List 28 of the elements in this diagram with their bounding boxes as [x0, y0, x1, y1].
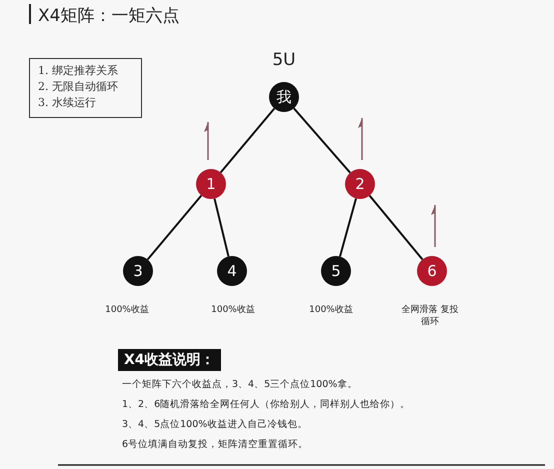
note-text: 6号位填满自动复投，矩阵清空重置循环。	[122, 438, 308, 451]
node-circle: 我	[269, 82, 299, 112]
connector-line	[220, 108, 276, 174]
note-text: 3、4、5点位100%收益进入自己冷钱包。	[122, 418, 308, 431]
note-text: 1、2、6随机滑落给全网任何人（你给别人，同样别人也给你）。	[122, 398, 410, 411]
node-circle: 6	[417, 256, 447, 286]
node-caption: 5U	[271, 54, 297, 66]
connector-line	[339, 198, 357, 257]
node-caption: 100%收益	[104, 304, 150, 316]
node-caption: 100%收益	[210, 304, 256, 316]
title: X4矩阵：一矩六点	[38, 5, 180, 27]
section-heading: X4收益说明：	[118, 349, 221, 371]
node-circle: 5	[321, 256, 351, 286]
note-box	[29, 58, 142, 118]
node-circle: 3	[123, 256, 153, 286]
node-circle: 1	[196, 169, 226, 199]
connector-line	[146, 194, 202, 260]
connector-line	[293, 108, 351, 174]
connector-line	[368, 194, 424, 260]
node-circle: 2	[345, 169, 375, 199]
node-caption: 全网滑落 复投循环	[400, 304, 460, 328]
list-item: 1. 绑定推荐关系	[38, 63, 119, 79]
node-caption: 100%收益	[308, 304, 354, 316]
node-circle: 4	[217, 256, 247, 286]
note-text: 一个矩阵下六个收益点，3、4、5三个点位100%拿。	[122, 378, 358, 391]
connector-line	[214, 198, 230, 257]
list-item: 2. 无限自动循环	[38, 79, 119, 95]
list-item: 3. 水续运行	[38, 95, 97, 111]
